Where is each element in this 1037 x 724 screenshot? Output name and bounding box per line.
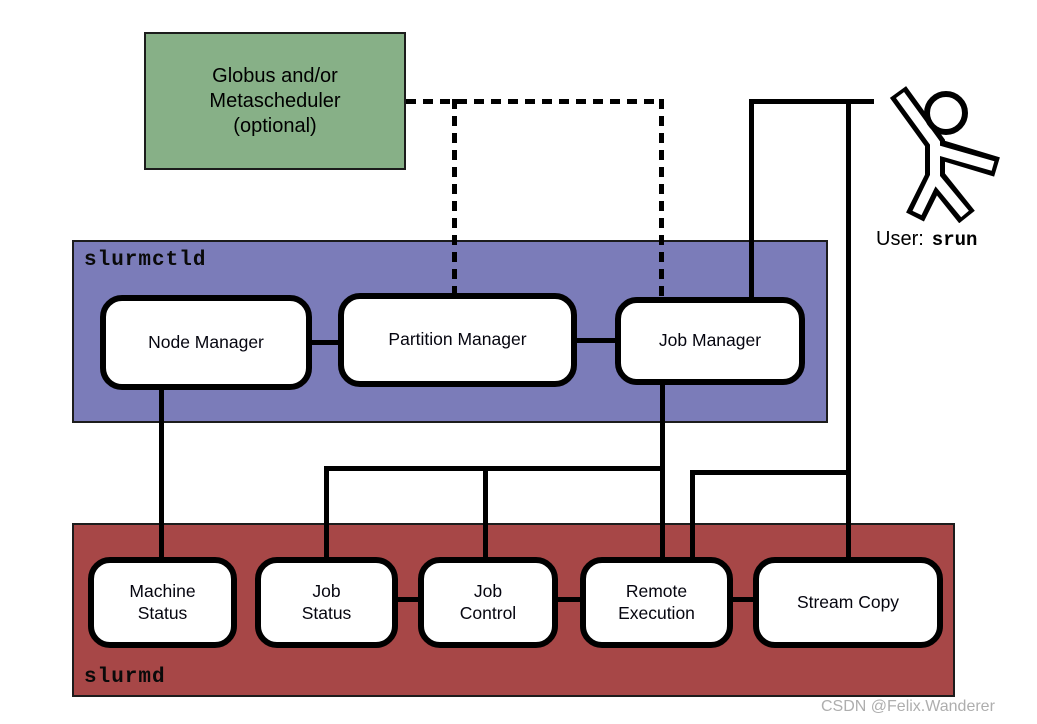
globus-metascheduler-box: Globus and/or Metascheduler (optional)	[144, 32, 406, 170]
connector-user-to-remote-execution	[690, 470, 695, 559]
dashed-connector-to-job-manager	[659, 99, 664, 299]
connector-node-partition	[310, 340, 340, 345]
connector-user-horizontal	[749, 99, 874, 104]
user-stick-figure-icon	[889, 86, 1000, 223]
user-label-prefix: User:	[876, 228, 924, 250]
job-control-box: Job Control	[418, 557, 558, 648]
globus-metascheduler-label: Globus and/or Metascheduler (optional)	[209, 64, 341, 137]
connector-remote-streamcopy	[731, 597, 755, 602]
job-manager-box: Job Manager	[615, 297, 805, 385]
connector-jobstatus-jobcontrol	[396, 597, 420, 602]
connector-partition-job	[575, 338, 617, 343]
partition-manager-box: Partition Manager	[338, 293, 577, 387]
user-label: User: srun	[876, 228, 977, 251]
machine-status-box: Machine Status	[88, 557, 237, 648]
dashed-connector-metascheduler-horizontal	[406, 99, 662, 104]
slurmctld-label: slurmctld	[84, 249, 207, 272]
node-manager-box: Node Manager	[100, 295, 312, 390]
connector-jobcontrol-remote	[556, 597, 582, 602]
user-srun-command: srun	[931, 229, 978, 251]
connector-user-branch-horizontal	[690, 470, 851, 475]
connector-user-to-job-manager	[749, 99, 754, 299]
stream-copy-box: Stream Copy	[753, 557, 943, 648]
remote-execution-box: Remote Execution	[580, 557, 733, 648]
slurmd-label: slurmd	[84, 666, 166, 689]
connector-user-to-stream-copy	[846, 99, 851, 559]
connector-to-job-status	[324, 466, 329, 559]
connector-job-manager-to-remote-execution	[660, 383, 665, 559]
dashed-connector-to-partition-manager	[452, 99, 457, 295]
watermark-text: CSDN @Felix.Wanderer	[821, 698, 995, 715]
connector-node-manager-to-machine-status	[159, 388, 164, 559]
connector-to-job-control	[483, 466, 488, 559]
job-status-box: Job Status	[255, 557, 398, 648]
connector-job-manager-branch-horizontal	[324, 466, 665, 471]
